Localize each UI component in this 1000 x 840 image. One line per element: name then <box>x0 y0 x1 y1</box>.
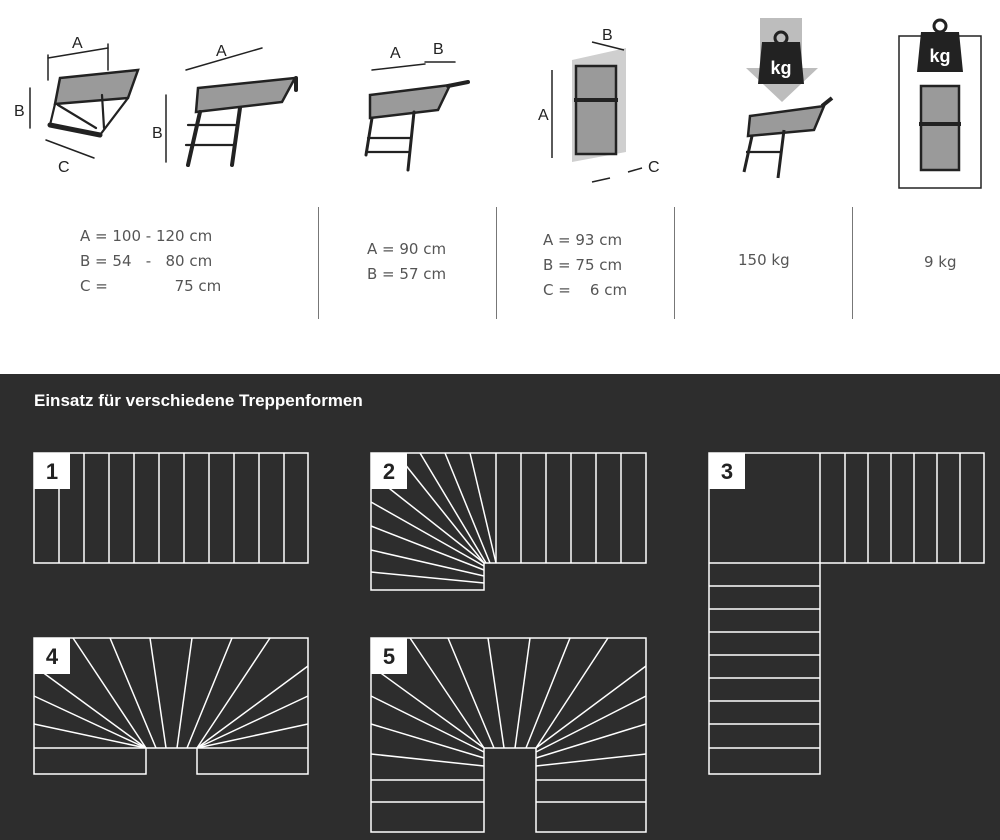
stair-number: 3 <box>721 459 733 484</box>
divider <box>496 207 497 319</box>
kg-label: kg <box>770 58 791 78</box>
dim-label: C <box>58 159 70 176</box>
stair-diagrams: 1 2 3 4 5 <box>33 452 985 833</box>
dim-label: B <box>602 27 613 44</box>
stair-number: 1 <box>46 459 58 484</box>
spec-block-platform: A = 90 cm B = 57 cm <box>367 237 446 287</box>
step-adjustable-icon: A B C A B <box>14 35 298 176</box>
dim-label: B <box>433 41 444 58</box>
spec-block-net-weight: 9 kg <box>924 250 957 275</box>
stair-diagram-1 <box>33 452 309 564</box>
spec-row: C = 75 cm <box>80 277 222 295</box>
stair-diagram-4 <box>33 637 309 775</box>
stair-diagram-3 <box>708 452 985 775</box>
step-folded-icon: A B C <box>538 27 660 183</box>
spec-row: A = 93 cm <box>543 231 623 249</box>
dim-label: A <box>390 45 401 62</box>
stair-badge: 4 <box>34 638 70 674</box>
spec-block-dimensions-adjustable: A = 100 - 120 cm B = 54 - 80 cm C = 75 c… <box>80 224 221 299</box>
spec-row: A = 100 - 120 cm <box>80 227 213 245</box>
stair-diagram-2 <box>370 452 647 591</box>
load-weight-icon: kg <box>742 18 834 179</box>
spec-row: C = 6 cm <box>543 281 628 299</box>
stair-number: 5 <box>383 644 395 669</box>
stair-number: 4 <box>46 644 59 669</box>
specs-panel: A B C A B A B A <box>0 0 1000 374</box>
spec-row: B = 75 cm <box>543 256 623 274</box>
spec-row: B = 54 - 80 cm <box>80 252 213 270</box>
spec-block-folded: A = 93 cm B = 75 cm C = 6 cm <box>543 228 627 303</box>
spec-row: 9 kg <box>924 253 957 271</box>
spec-block-max-load: 150 kg <box>738 248 790 273</box>
divider <box>674 207 675 319</box>
stair-badge: 2 <box>371 453 407 489</box>
stair-badge: 5 <box>371 638 407 674</box>
kg-label: kg <box>929 46 950 66</box>
dim-label: B <box>14 103 25 120</box>
stair-number: 2 <box>383 459 395 484</box>
spec-row: A = 90 cm <box>367 240 447 258</box>
spec-row: B = 57 cm <box>367 265 447 283</box>
dim-label: C <box>648 159 660 176</box>
net-weight-icon: kg <box>898 18 982 189</box>
dim-label: A <box>538 107 549 124</box>
spec-row: 150 kg <box>738 251 790 269</box>
divider <box>318 207 319 319</box>
divider <box>852 207 853 319</box>
stair-diagram-5 <box>370 637 647 833</box>
dim-label: A <box>72 35 83 52</box>
stair-badge: 1 <box>34 453 70 489</box>
step-platform-icon: A B <box>364 41 470 172</box>
stair-badge: 3 <box>709 453 745 489</box>
dim-label: A <box>216 43 227 60</box>
stair-types-panel: Einsatz für verschiedene Treppenformen <box>0 374 1000 840</box>
section-title: Einsatz für verschiedene Treppenformen <box>34 391 363 410</box>
dim-label: B <box>152 125 163 142</box>
